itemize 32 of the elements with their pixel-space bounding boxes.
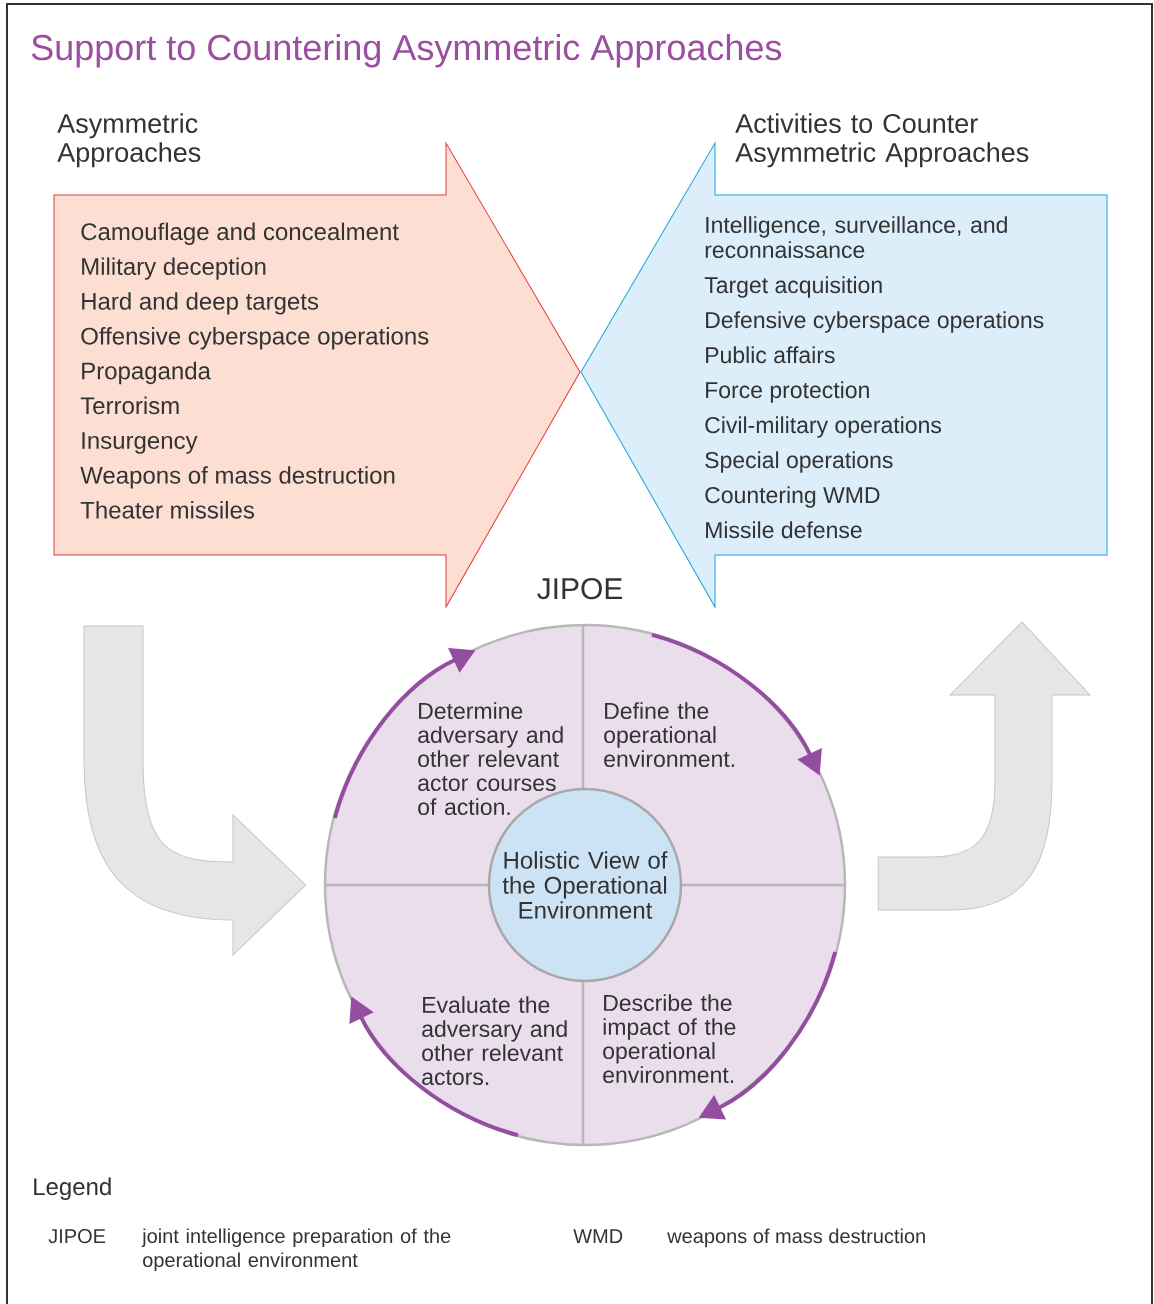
quadrant: Describe the impact of the operational environment. [603,994,736,1084]
list-item: Insurgency [82,432,198,454]
list-item: Theater missiles [80,501,254,519]
quadrant: Define the operational environment. [604,702,735,768]
list-item: Defensive cyberspace operations [706,311,1044,333]
list-item: Offensive cyberspace operations [81,327,429,350]
curved-arrow [877,621,1091,911]
heading: JIPOE [537,578,623,600]
heading: Asymmetric Approaches [57,113,201,168]
list-item: Special operations [705,451,893,473]
list-item: Missile defense [706,521,862,539]
abbreviation: JIPOE [48,1229,106,1244]
quadrant: Evaluate the adversary and other relevant actors. [422,996,567,1086]
list-item: Hard and deep targets [82,292,319,315]
definition: weapons of mass destruction [667,1228,925,1248]
list-item: Military deception [82,257,266,280]
list-item: Civil-military operations [705,416,941,438]
list-item: Intelligence, surveillance, and reconnaissance [705,216,1007,259]
abbreviation: WMD [573,1229,623,1243]
list-item: Force protection [706,381,869,403]
list-item: Public affairs [706,346,835,364]
curved-arrow [83,625,307,956]
list-item: Weapons of mass destruction [80,466,395,489]
list-item: Target acquisition [704,276,882,298]
definition: joint intelligence preparation of the operational environment [141,1228,451,1272]
heading: Activities to Counter Asymmetric Approaches [735,113,1029,168]
title: Support to Countering Asymmetric Approaches [31,33,782,68]
list-item: Camouflage and concealment [81,222,399,245]
list-item: Propaganda [82,361,211,385]
list-item: Countering WMD [705,486,880,508]
legend-heading: Legend [34,1177,111,1200]
list-item: Terrorism [80,396,179,415]
